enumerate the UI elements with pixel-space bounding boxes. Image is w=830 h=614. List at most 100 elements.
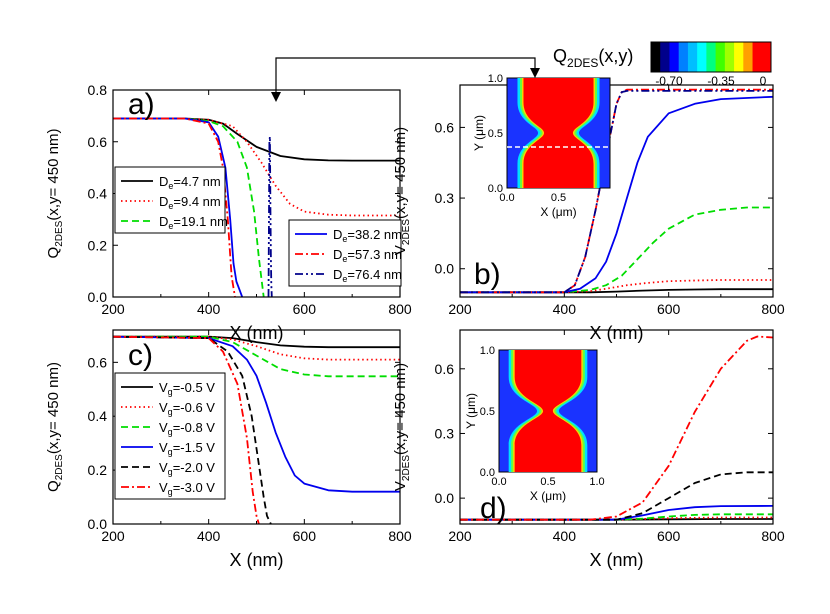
inset-channel-red xyxy=(514,350,582,472)
connector-line xyxy=(275,57,536,98)
series-line-a-5 xyxy=(267,135,273,297)
y-title-sub: 2DES xyxy=(401,455,412,481)
y-tick-label-c: 0.6 xyxy=(88,354,108,370)
legend-label: De=9.4 nm xyxy=(159,194,221,211)
y-title-sub: 2DES xyxy=(401,219,412,245)
colorbar-segment xyxy=(651,42,661,72)
y-title-main: V xyxy=(392,245,409,255)
legend-prefix-sub: e xyxy=(342,274,347,284)
legend-prefix-sub: g xyxy=(168,407,173,417)
y-tick-label-c: 0.2 xyxy=(88,462,108,478)
legend-prefix-sub: e xyxy=(168,221,173,231)
colorbar-frame xyxy=(650,41,772,73)
colorbar-segment xyxy=(715,42,726,72)
legend-prefix: D xyxy=(159,194,168,209)
y-axis-title-d: V2DES(x,y= 450 nm) xyxy=(392,363,412,491)
y-tick-label-c: 0.4 xyxy=(88,408,108,424)
x-tick-label-b: 400 xyxy=(553,301,577,317)
legend-box xyxy=(288,219,402,287)
legend-prefix: V xyxy=(159,400,168,415)
legend-label: De=19.1 nm xyxy=(159,214,228,231)
legend-box xyxy=(114,372,226,500)
inset-channel-red xyxy=(523,78,594,188)
x-tick-label-a: 600 xyxy=(293,301,317,317)
series-line-a-0 xyxy=(113,117,400,162)
legend-value: =19.1 nm xyxy=(173,214,228,229)
legend-label: De=76.4 nm xyxy=(333,267,402,284)
series-line-d-4 xyxy=(460,471,773,521)
x-tick-label-d: 200 xyxy=(448,528,472,544)
inset-y-title: Y (μm) xyxy=(472,115,486,151)
legend-prefix: V xyxy=(159,440,168,455)
arrow-head-right xyxy=(530,68,540,78)
colorbar-segment xyxy=(724,42,735,72)
x-axis-title-c: X (nm) xyxy=(230,550,284,570)
series-line-a-4 xyxy=(113,117,236,297)
y-tick-label-a: 0.4 xyxy=(88,186,108,202)
inset-x-title: X (μm) xyxy=(540,205,576,219)
legend-prefix: D xyxy=(159,214,168,229)
legend-value: =-3.0 V xyxy=(173,480,216,495)
colorbar-segment xyxy=(697,42,707,72)
legend-label: Vg=-0.5 V xyxy=(159,380,215,397)
colorbar-segment xyxy=(687,42,698,72)
colorbar-tick-label: -0.70 xyxy=(655,74,683,88)
legend-value: =4.7 nm xyxy=(173,174,220,189)
inset-x-tick-label: 0.0 xyxy=(499,192,514,204)
panel-label-b: b) xyxy=(474,258,501,291)
colorbar-segment xyxy=(752,42,763,72)
y-title-rest: (x,y= 450 nm) xyxy=(45,362,62,454)
colorbar-title-main: Q xyxy=(553,46,567,66)
legend-prefix-sub: e xyxy=(342,234,347,244)
series-line-b-3 xyxy=(460,95,773,294)
legend-label: Vg=-2.0 V xyxy=(159,460,215,477)
legend-label: Vg=-0.8 V xyxy=(159,420,215,437)
legend-prefix-sub: g xyxy=(168,467,173,477)
colorbar-segment xyxy=(734,42,744,72)
inset-y-tick-label: 0.0 xyxy=(488,183,503,195)
legend-prefix: V xyxy=(159,480,168,495)
legend-label: De=38.2 nm xyxy=(333,227,402,244)
y-title-rest: (x,y= 450 nm) xyxy=(392,127,409,219)
y-title-main: Q xyxy=(45,247,62,259)
y-tick-label-c: 0.0 xyxy=(88,516,108,532)
colorbar-title: Q2DES(x,y) xyxy=(553,46,633,70)
inset-y-tick-label: 0.5 xyxy=(488,128,503,140)
legend-a: De =4.7 nm De=9.4 nm De=19.1 nm xyxy=(114,166,228,234)
y-tick-label-a: 0.0 xyxy=(88,289,108,305)
colorbar-segment xyxy=(761,42,772,72)
x-tick-label-a: 800 xyxy=(388,301,412,317)
y-title-rest: (x,y= 450 nm) xyxy=(392,363,409,455)
legend-prefix: V xyxy=(159,460,168,475)
series-group-a xyxy=(113,117,400,297)
legend-value: =-1.5 V xyxy=(173,440,216,455)
legend-label: De=57.3 nm xyxy=(333,247,402,264)
legend-prefix-sub: e xyxy=(342,254,347,264)
y-title-rest: (x,y= 450 nm) xyxy=(45,129,62,221)
y-axis-title-b: V2DES(x,y= 450 nm) xyxy=(392,127,412,255)
series-line-b-1 xyxy=(460,279,773,294)
x-axis-title-d: X (nm) xyxy=(590,550,644,570)
series-line-c-3 xyxy=(113,335,400,493)
y-tick-label-d: 0.6 xyxy=(435,361,455,377)
x-axis-title-b: X (nm) xyxy=(590,323,644,343)
inset-y-title: Y (μm) xyxy=(464,393,478,429)
series-line-c-5 xyxy=(113,335,260,524)
x-tick-label-b: 800 xyxy=(761,301,785,317)
panel-label-c: c) xyxy=(128,339,153,372)
x-axis-title-a: X (nm) xyxy=(230,323,284,343)
legend-value: =-0.8 V xyxy=(173,420,216,435)
colorbar-segment xyxy=(678,42,689,72)
y-tick-label-a: 0.8 xyxy=(88,82,108,98)
x-tick-label-c: 200 xyxy=(101,528,125,544)
